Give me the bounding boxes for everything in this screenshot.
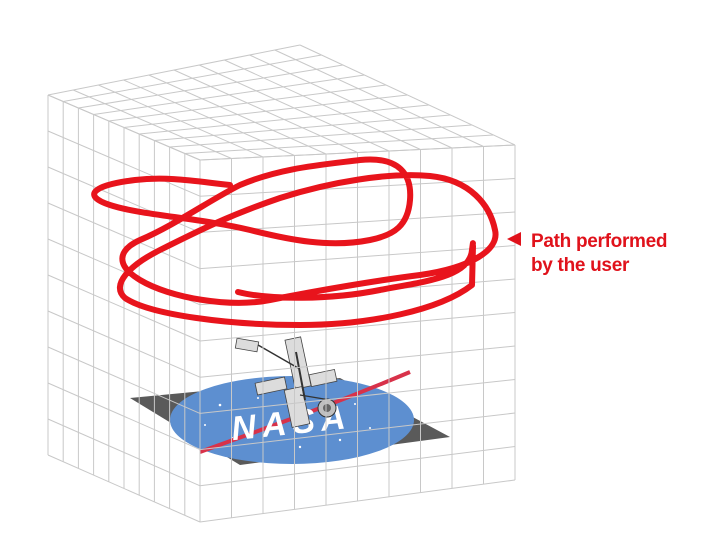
path-callout: Path performed by the user (531, 230, 668, 278)
space-station-icon (234, 336, 338, 428)
user-path (91, 156, 499, 328)
callout-line-1: Path performed (531, 231, 668, 252)
arrow-left-icon (507, 232, 521, 246)
cube-grid (47, 44, 516, 523)
callout-line-2: by the user (531, 255, 630, 276)
